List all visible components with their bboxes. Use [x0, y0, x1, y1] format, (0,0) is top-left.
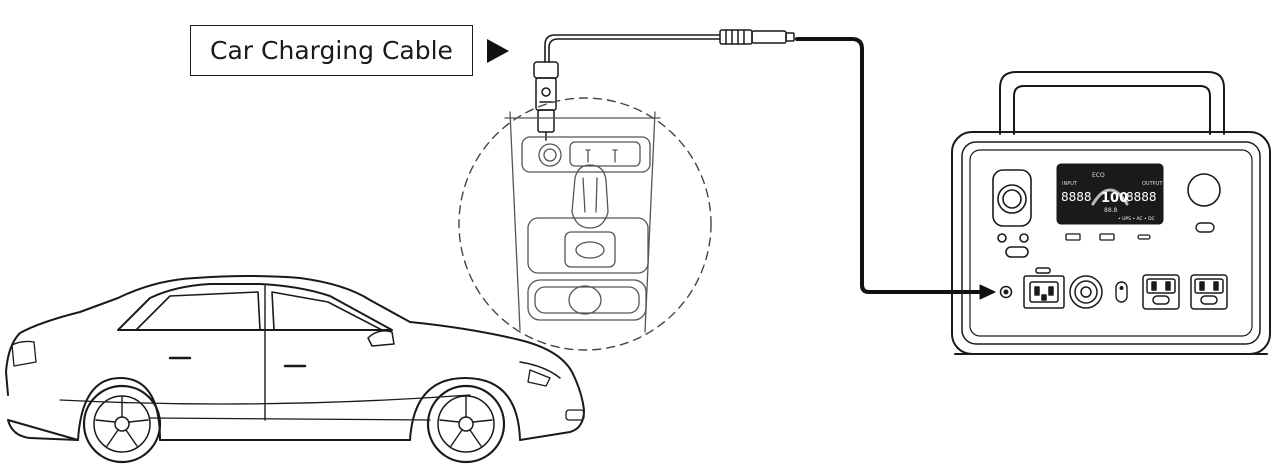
car-outlet-port: [992, 169, 1032, 258]
cable-thick-section: [795, 37, 987, 294]
car-charging-cable-label: Car Charging Cable: [190, 25, 473, 76]
output-label: OUTPUT: [1142, 181, 1163, 187]
output-readout: 8888: [1126, 190, 1157, 204]
carry-handle: [999, 71, 1225, 135]
input-label: INPUT: [1062, 181, 1078, 187]
rear-wheel: [82, 384, 162, 464]
front-wheel: [426, 384, 506, 464]
usb-ports: [1065, 233, 1151, 241]
detail-dashed-circle: [458, 97, 712, 351]
eco-indicator: ECO: [1092, 172, 1105, 179]
round-dc-port: [1069, 275, 1103, 309]
lcd-display: ECO INPUT OUTPUT 8888 8888 100 % 88.8 • …: [1056, 163, 1164, 225]
mode-indicators: • UPS • AC • DC: [1118, 216, 1155, 222]
power-button: [1187, 173, 1221, 207]
car-console-detail: [458, 97, 712, 351]
car-illustration: [5, 275, 585, 464]
time-readout: 88.8: [1104, 207, 1118, 214]
ac-input-port: [1023, 267, 1065, 309]
ac-outlets: [1142, 274, 1228, 310]
car-windows: [117, 283, 393, 331]
cigarette-lighter-plug: [533, 61, 559, 141]
cable-arrowhead: [979, 284, 996, 300]
portable-power-station: ECO INPUT OUTPUT 8888 8888 100 % 88.8 • …: [951, 71, 1271, 355]
triangle-right-icon: [487, 39, 509, 63]
lighter-socket: [538, 143, 562, 167]
battery-percent: 100: [1101, 191, 1128, 206]
percent-unit: %: [1124, 198, 1129, 204]
gear-shifter: [571, 164, 609, 229]
car-charging-cable: [544, 29, 996, 300]
car-body: [5, 275, 585, 441]
input-readout: 8888: [1061, 190, 1092, 204]
cable-thin-section: [544, 34, 721, 63]
dc-input-port: [999, 285, 1013, 299]
dc-barrel-connector: [719, 29, 795, 45]
